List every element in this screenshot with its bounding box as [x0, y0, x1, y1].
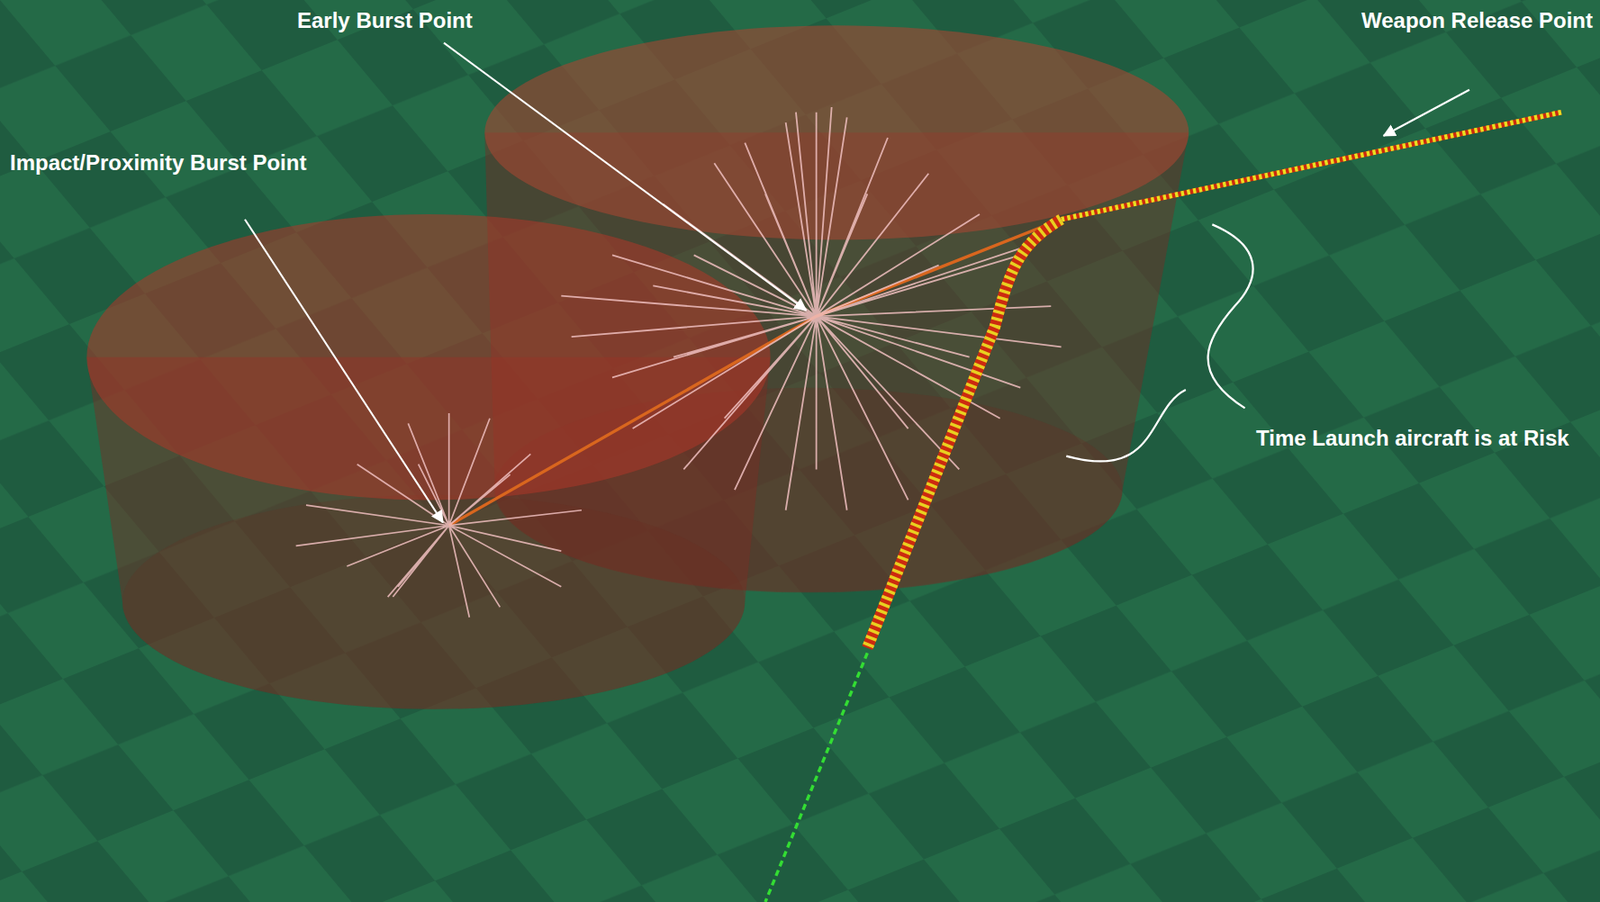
callout-label: Impact/Proximity Burst Point: [9, 147, 308, 179]
aircraft-trajectory: [765, 112, 1562, 902]
callout-label: Early Burst Point: [297, 5, 568, 37]
callout-label: Time Launch aircraft is at Risk: [1256, 423, 1591, 454]
risk-bracket: [1066, 224, 1253, 462]
leader-lines: [244, 43, 1470, 524]
callout-label: Weapon Release Point: [1322, 5, 1593, 37]
early-burst-fragments: [560, 107, 1061, 511]
